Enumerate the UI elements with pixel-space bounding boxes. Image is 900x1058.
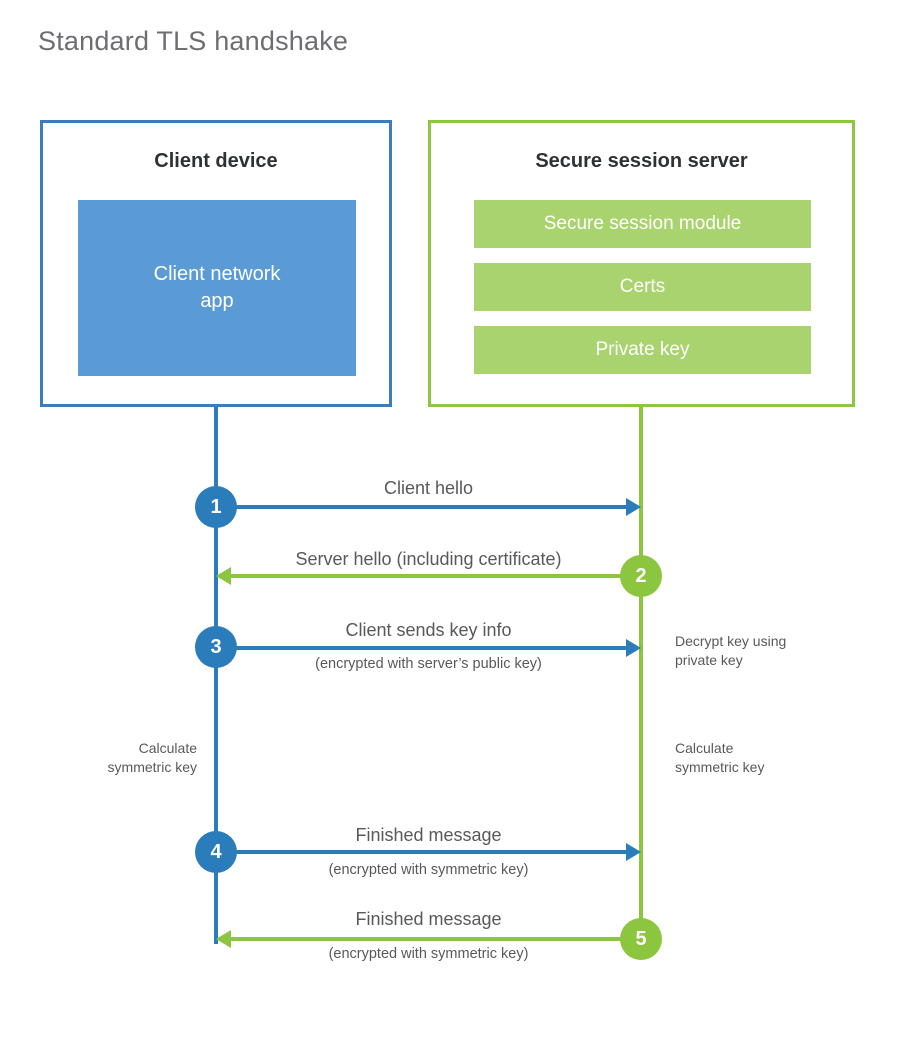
step-3-sublabel: (encrypted with server’s public key) bbox=[315, 656, 542, 672]
step-4-sublabel: (encrypted with symmetric key) bbox=[328, 862, 529, 878]
step-4-arrow-line bbox=[216, 850, 626, 854]
client-network-app-label: Client network app bbox=[154, 261, 281, 315]
step-1-circle[interactable]: 1 bbox=[195, 486, 237, 528]
step-5-circle[interactable]: 5 bbox=[620, 918, 662, 960]
server-block-secure-session-module: Secure session module bbox=[474, 200, 811, 248]
step-3-circle[interactable]: 3 bbox=[195, 626, 237, 668]
step-5-arrow-head bbox=[216, 930, 231, 948]
decrypt-key-note: Decrypt key using private key bbox=[675, 632, 875, 670]
server-block-private-key: Private key bbox=[474, 326, 811, 374]
client-app-label-line2: app bbox=[200, 290, 234, 312]
step-2-arrow-line bbox=[231, 574, 641, 578]
step-4-arrow-head bbox=[626, 843, 641, 861]
step-1-arrow-line bbox=[216, 505, 626, 509]
secure-session-server-title: Secure session server bbox=[535, 150, 748, 172]
step-5-arrow-line bbox=[231, 937, 641, 941]
step-5-label: Finished message bbox=[355, 909, 502, 929]
step-1-label: Client hello bbox=[383, 478, 474, 498]
client-app-label-line1: Client network bbox=[153, 263, 281, 285]
step-4-label: Finished message bbox=[355, 825, 502, 845]
server-lifeline bbox=[639, 406, 643, 939]
step-3-arrow-line bbox=[216, 646, 626, 650]
client-lifeline bbox=[214, 406, 218, 944]
page-title: Standard TLS handshake bbox=[38, 26, 349, 56]
step-2-arrow-head bbox=[216, 567, 231, 585]
decrypt-key-note-line2: private key bbox=[675, 651, 743, 668]
step-1-arrow-head bbox=[626, 498, 641, 516]
server-calculate-symmetric-key-note: Calculate symmetric key bbox=[675, 739, 875, 777]
secure-session-server-box: Secure session server Secure session mod… bbox=[428, 120, 855, 407]
client-calc-line2: symmetric key bbox=[107, 758, 197, 775]
client-network-app-block: Client network app bbox=[78, 200, 356, 376]
client-calculate-symmetric-key-note: Calculate symmetric key bbox=[40, 739, 197, 777]
step-2-circle[interactable]: 2 bbox=[620, 555, 662, 597]
step-4-circle[interactable]: 4 bbox=[195, 831, 237, 873]
server-calc-line2: symmetric key bbox=[675, 758, 765, 775]
server-calc-line1: Calculate bbox=[675, 740, 734, 756]
step-2-label: Server hello (including certificate) bbox=[295, 549, 562, 569]
step-3-arrow-head bbox=[626, 639, 641, 657]
server-block-certs: Certs bbox=[474, 263, 811, 311]
step-3-label: Client sends key info bbox=[345, 620, 512, 640]
client-device-title: Client device bbox=[154, 150, 278, 172]
client-device-box: Client device Client network app bbox=[40, 120, 392, 407]
decrypt-key-note-line1: Decrypt key using bbox=[675, 633, 787, 649]
step-5-sublabel: (encrypted with symmetric key) bbox=[328, 946, 529, 962]
client-calc-line1: Calculate bbox=[138, 740, 197, 756]
